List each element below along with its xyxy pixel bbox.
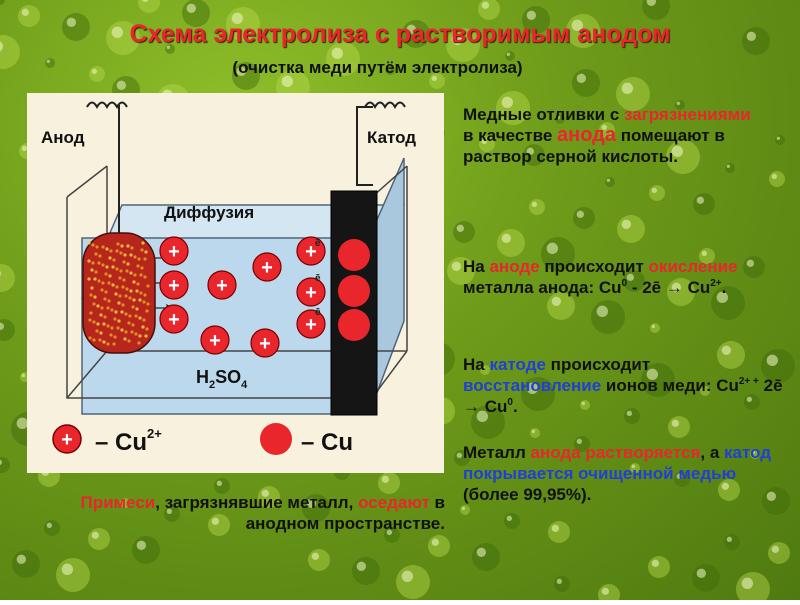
text-anode-setup: Медные отливки с загрязнениями в качеств… <box>463 104 763 167</box>
legend-ion-text: – Cu2+ <box>95 426 162 456</box>
copper-ion: + <box>160 237 188 265</box>
svg-text:+: + <box>209 330 221 352</box>
legend: + – Cu2+ – Cu <box>53 423 353 456</box>
electrolysis-diagram: ++++++++++ ē ē ē Анод Катод Диффузия H2S… <box>27 93 444 473</box>
cathode-label: Катод <box>367 128 416 147</box>
copper-ion: + <box>297 278 325 306</box>
svg-text:+: + <box>259 333 271 355</box>
electron-label-3: ē <box>315 307 321 318</box>
svg-text:+: + <box>168 241 180 263</box>
copper-ion: + <box>160 271 188 299</box>
text-impurities-note: Примеси, загрязнявшие металл, оседают в … <box>60 492 445 534</box>
legend-ion-sign: + <box>61 429 73 451</box>
copper-ion: + <box>253 253 281 281</box>
svg-text:+: + <box>305 282 317 304</box>
copper-ion: + <box>297 310 325 338</box>
svg-text:+: + <box>168 309 180 331</box>
text-anode-oxidation: На аноде происходит окисление металла ан… <box>463 256 778 298</box>
copper-ion: + <box>251 329 279 357</box>
slide-title: Схема электролиза с растворимым анодом <box>0 20 800 49</box>
anode-label: Анод <box>41 128 85 147</box>
text-cathode-reduction: На катоде происходит восстановление ионо… <box>463 354 783 417</box>
legend-atom-text: – Cu <box>301 429 353 456</box>
svg-text:+: + <box>168 275 180 297</box>
cathode-copper-deposits <box>338 239 370 341</box>
copper-atom <box>338 239 370 271</box>
diffusion-label: Диффузия <box>164 203 254 222</box>
svg-text:+: + <box>216 275 228 297</box>
copper-ion: + <box>201 326 229 354</box>
copper-atom <box>338 275 370 307</box>
legend-atom-marker <box>260 423 292 455</box>
slide-subtitle: (очистка меди путём электролиза) <box>0 58 755 78</box>
anode-plate <box>83 233 155 353</box>
svg-text:+: + <box>261 257 273 279</box>
copper-ion: + <box>297 237 325 265</box>
copper-ion: + <box>160 305 188 333</box>
text-conclusion: Металл анода растворяется, а катод покры… <box>463 442 773 505</box>
electron-label-1: ē <box>315 238 321 249</box>
electron-label-2: ē <box>315 273 321 284</box>
electrolysis-cell-drawing: ++++++++++ ē ē ē Анод Катод Диффузия H2S… <box>27 93 444 473</box>
copper-ion: + <box>208 271 236 299</box>
copper-atom <box>338 309 370 341</box>
